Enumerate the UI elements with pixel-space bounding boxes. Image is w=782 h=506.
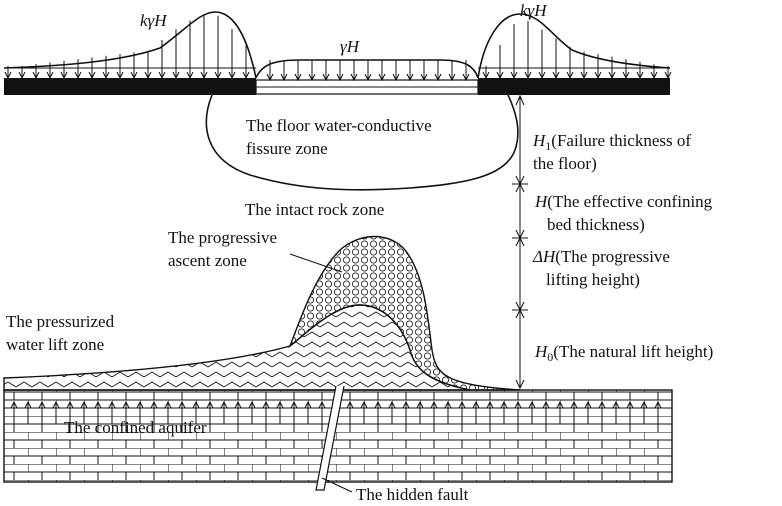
dimension-line [512, 94, 528, 390]
h0-dimension-label: H0(The natural lift height) [534, 342, 713, 364]
coal-seam-right [478, 78, 670, 95]
load-right-label: kγH [520, 1, 548, 20]
pressurized-zone-label-2: water lift zone [6, 335, 104, 354]
fissure-zone-outline [205, 94, 519, 191]
dh-dimension-label-2: lifting height) [546, 270, 640, 289]
h-dimension-label: H(The effective confining [534, 192, 713, 211]
pressurized-zone-label-1: The pressurized [6, 312, 115, 331]
hidden-fault [315, 385, 345, 491]
progressive-zone-label-1: The progressive [168, 228, 277, 247]
right-abutment-load [477, 13, 672, 80]
dh-dimension-label: ΔH(The progressive [532, 247, 670, 266]
load-left-label: kγH [140, 11, 168, 30]
left-abutment-load [3, 11, 257, 80]
center-load [255, 59, 479, 82]
intact-zone-label: The intact rock zone [245, 200, 384, 219]
h1-dimension-label: H1(Failure thickness of [532, 131, 691, 153]
fissure-zone-label-1: The floor water-conductive [246, 116, 432, 135]
load-center-label: γH [340, 37, 361, 56]
mining-stratum [4, 67, 670, 95]
fault-label: The hidden fault [356, 485, 469, 504]
progressive-ascent-zone [288, 235, 521, 391]
progressive-zone-label-2: ascent zone [168, 251, 247, 270]
coal-seam-left [4, 78, 256, 95]
aquifer-label: The confined aquifer [64, 418, 207, 437]
fissure-zone-label-2: fissure zone [246, 139, 328, 158]
fault-leader [321, 477, 353, 493]
h1-dimension-label-2: the floor) [533, 154, 597, 173]
h-dimension-label-2: bed thickness) [547, 215, 645, 234]
progressive-zone-leader [289, 253, 343, 273]
